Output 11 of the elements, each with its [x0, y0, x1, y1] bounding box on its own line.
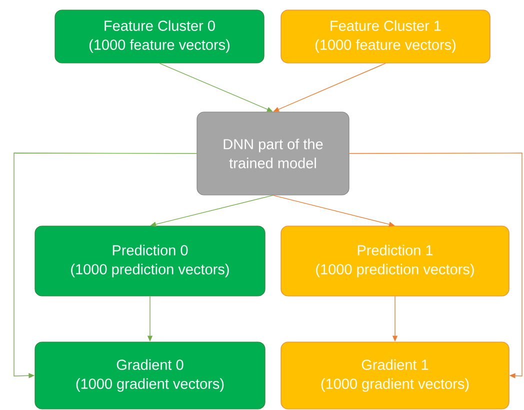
- arrow: [273, 62, 386, 112]
- process-box: Prediction 0 (1000 prediction vectors): [34, 226, 266, 296]
- process-box: Gradient 0 (1000 gradient vectors): [34, 342, 266, 410]
- arrow: [348, 152, 522, 378]
- process-box: Feature Cluster 0 (1000 feature vectors): [54, 10, 264, 64]
- process-box: Feature Cluster 1 (1000 feature vectors): [280, 10, 490, 64]
- arrow: [159, 62, 273, 112]
- process-box: Gradient 1 (1000 gradient vectors): [280, 342, 510, 410]
- process-box: Prediction 1 (1000 prediction vectors): [280, 226, 510, 296]
- arrow: [14, 152, 198, 378]
- process-box: DNN part of the trained model: [196, 112, 350, 196]
